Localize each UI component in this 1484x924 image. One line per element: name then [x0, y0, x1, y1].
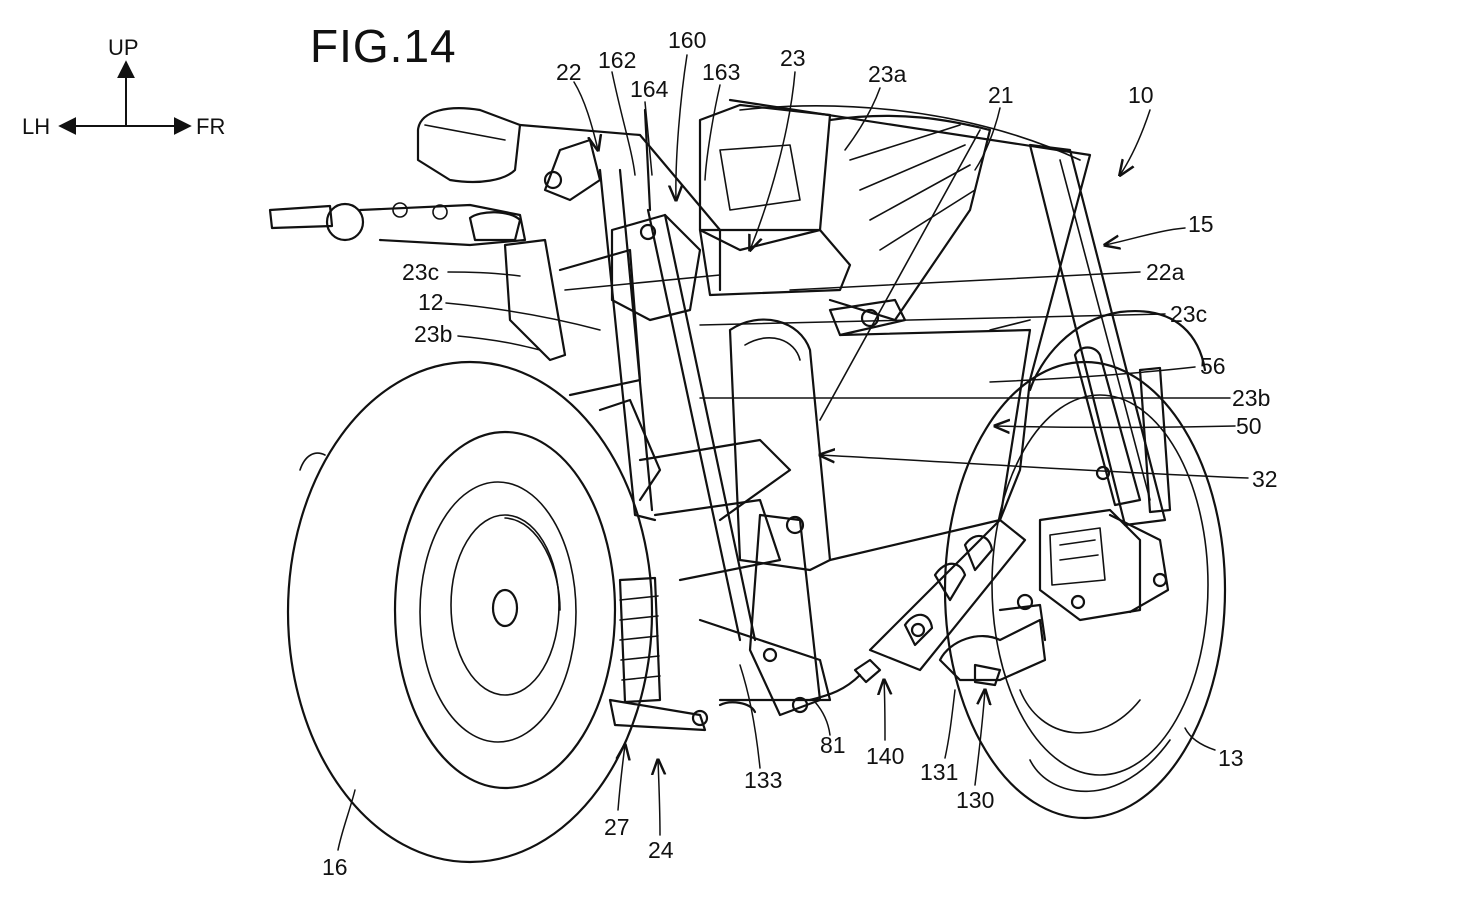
label-131: 131 [920, 759, 958, 785]
rear-wheel [286, 360, 654, 864]
brake-caliper [1038, 508, 1170, 622]
label-23c-left: 23c [402, 259, 439, 285]
label-16: 16 [322, 854, 348, 880]
label-140: 140 [866, 743, 904, 769]
label-81: 81 [820, 732, 846, 758]
front-wheel [943, 360, 1227, 820]
component-130 [938, 593, 1047, 687]
direction-up-label: UP [108, 35, 139, 60]
label-50: 50 [1236, 413, 1262, 439]
label-12: 12 [418, 289, 444, 315]
label-24: 24 [648, 837, 674, 863]
label-23: 23 [780, 45, 806, 71]
center-body [728, 129, 1032, 572]
handlebar [268, 107, 722, 292]
label-27: 27 [604, 814, 630, 840]
direction-left-label: LH [22, 114, 50, 139]
label-32: 32 [1252, 466, 1278, 492]
vehicle-drawing [268, 98, 1227, 864]
label-23b-right: 23b [1232, 385, 1270, 411]
leader-lines [337, 54, 1249, 851]
label-22a: 22a [1146, 259, 1185, 285]
label-130: 130 [956, 787, 994, 813]
label-10: 10 [1128, 82, 1154, 108]
direction-indicator: UP LH FR [22, 35, 225, 139]
main-frame [728, 98, 1207, 522]
left-column [503, 238, 721, 397]
label-23a: 23a [868, 61, 907, 87]
label-23c-right: 23c [1170, 301, 1207, 327]
label-15: 15 [1188, 211, 1214, 237]
label-56: 56 [1200, 353, 1226, 379]
label-164: 164 [630, 76, 669, 102]
front-fork [1028, 143, 1172, 527]
label-13: 13 [1218, 745, 1244, 771]
reference-labels: 22 162 160 164 163 23 23a 21 10 15 23c 1… [322, 27, 1278, 880]
label-23b-left: 23b [414, 321, 452, 347]
shock-absorber [608, 576, 757, 732]
direction-right-label: FR [196, 114, 225, 139]
label-163: 163 [702, 59, 740, 85]
label-162: 162 [598, 47, 636, 73]
label-133: 133 [744, 767, 782, 793]
label-22: 22 [556, 59, 582, 85]
bracket [868, 518, 1027, 672]
label-160: 160 [668, 27, 706, 53]
label-21: 21 [988, 82, 1014, 108]
seat-battery [698, 103, 992, 337]
swing-arm [598, 398, 832, 717]
cable [808, 658, 882, 702]
frame-pipes [598, 108, 757, 642]
figure-title: FIG.14 [310, 20, 457, 72]
